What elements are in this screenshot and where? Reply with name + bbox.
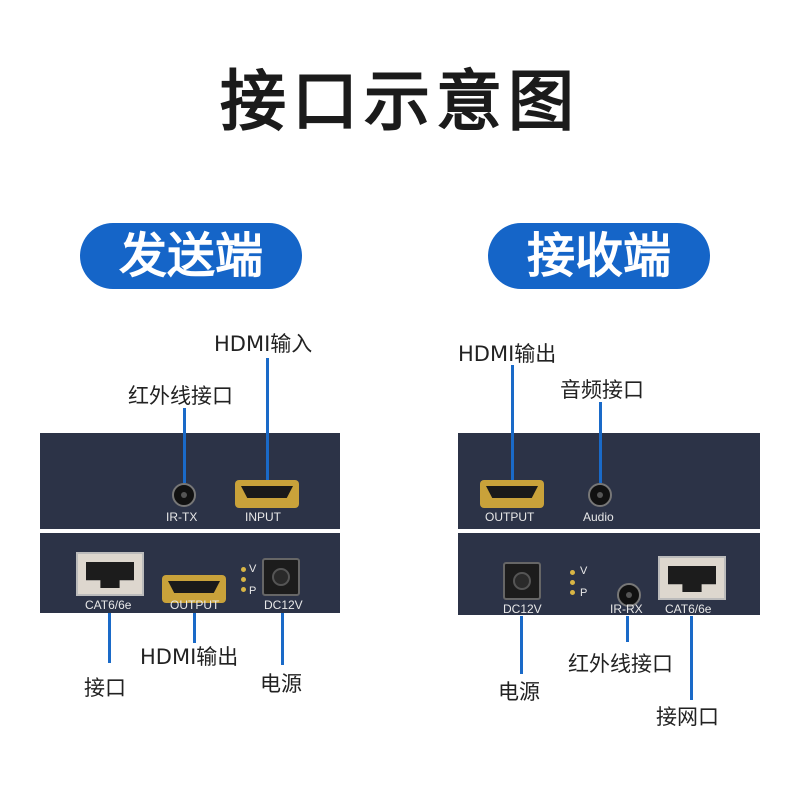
power-leader (520, 616, 523, 674)
cat-interface-callout: 接网口 (656, 705, 719, 729)
ir-leader (183, 408, 186, 483)
hdmi-input-callout: HDMI输入 (214, 332, 313, 356)
power-callout: 电源 (498, 680, 540, 704)
led-v-label: V (249, 563, 257, 575)
hdmi-output-callout: HDMI输出 (140, 645, 239, 669)
ir-interface-callout: 红外线接口 (128, 384, 233, 408)
led-indicator-icon (570, 580, 575, 585)
led-v-icon (241, 567, 246, 572)
dc12v-port-label: DC12V (503, 602, 542, 616)
page-title: 接口示意图 (220, 63, 580, 140)
hdmi-output-port-icon (162, 575, 226, 603)
ir-rx-port-label: IR-RX (610, 602, 643, 616)
dc-power-jack-icon (262, 558, 300, 596)
ir-interface-callout: 红外线接口 (568, 652, 673, 676)
led-p-icon (241, 587, 246, 592)
cat-port-label: CAT6/6e (665, 602, 712, 616)
cat-leader (108, 613, 111, 663)
audio-leader (599, 402, 602, 483)
ir-tx-jack-icon (172, 483, 196, 507)
cat-leader (690, 616, 693, 700)
sender-badge: 发送端 (80, 223, 302, 289)
cat-rj45-port-icon (658, 556, 726, 600)
dc-power-jack-icon (503, 562, 541, 600)
hdmi-output-callout: HDMI输出 (458, 342, 557, 366)
hdmi-input-leader (266, 358, 269, 480)
led-indicator-icon (241, 577, 246, 582)
hdmi-output-leader (511, 365, 514, 480)
led-v-icon (570, 570, 575, 575)
led-p-icon (570, 590, 575, 595)
output-port-label: OUTPUT (485, 510, 535, 524)
hdmi-output-port-icon (480, 480, 544, 508)
cat-port-label: CAT6/6e (85, 598, 132, 612)
audio-jack-icon (588, 483, 612, 507)
dc12v-port-label: DC12V (264, 598, 303, 612)
ir-rx-jack-icon (617, 583, 641, 607)
power-leader (281, 613, 284, 665)
audio-interface-callout: 音频接口 (560, 378, 644, 402)
receiver-badge: 接收端 (488, 223, 710, 289)
led-p-label: P (249, 585, 257, 597)
hdmi-output-leader (193, 613, 196, 643)
led-v-label: V (580, 565, 588, 577)
input-port-label: INPUT (245, 510, 281, 524)
led-p-label: P (580, 587, 588, 599)
ir-tx-port-label: IR-TX (166, 510, 198, 524)
power-callout: 电源 (260, 672, 302, 696)
ir-leader (626, 616, 629, 642)
cat-interface-callout: 接口 (84, 676, 126, 700)
audio-port-label: Audio (583, 510, 614, 524)
cat-leader-end (108, 660, 111, 663)
output-port-label: OUTPUT (170, 598, 220, 612)
hdmi-input-port-icon (235, 480, 299, 508)
cat-rj45-port-icon (76, 552, 144, 596)
